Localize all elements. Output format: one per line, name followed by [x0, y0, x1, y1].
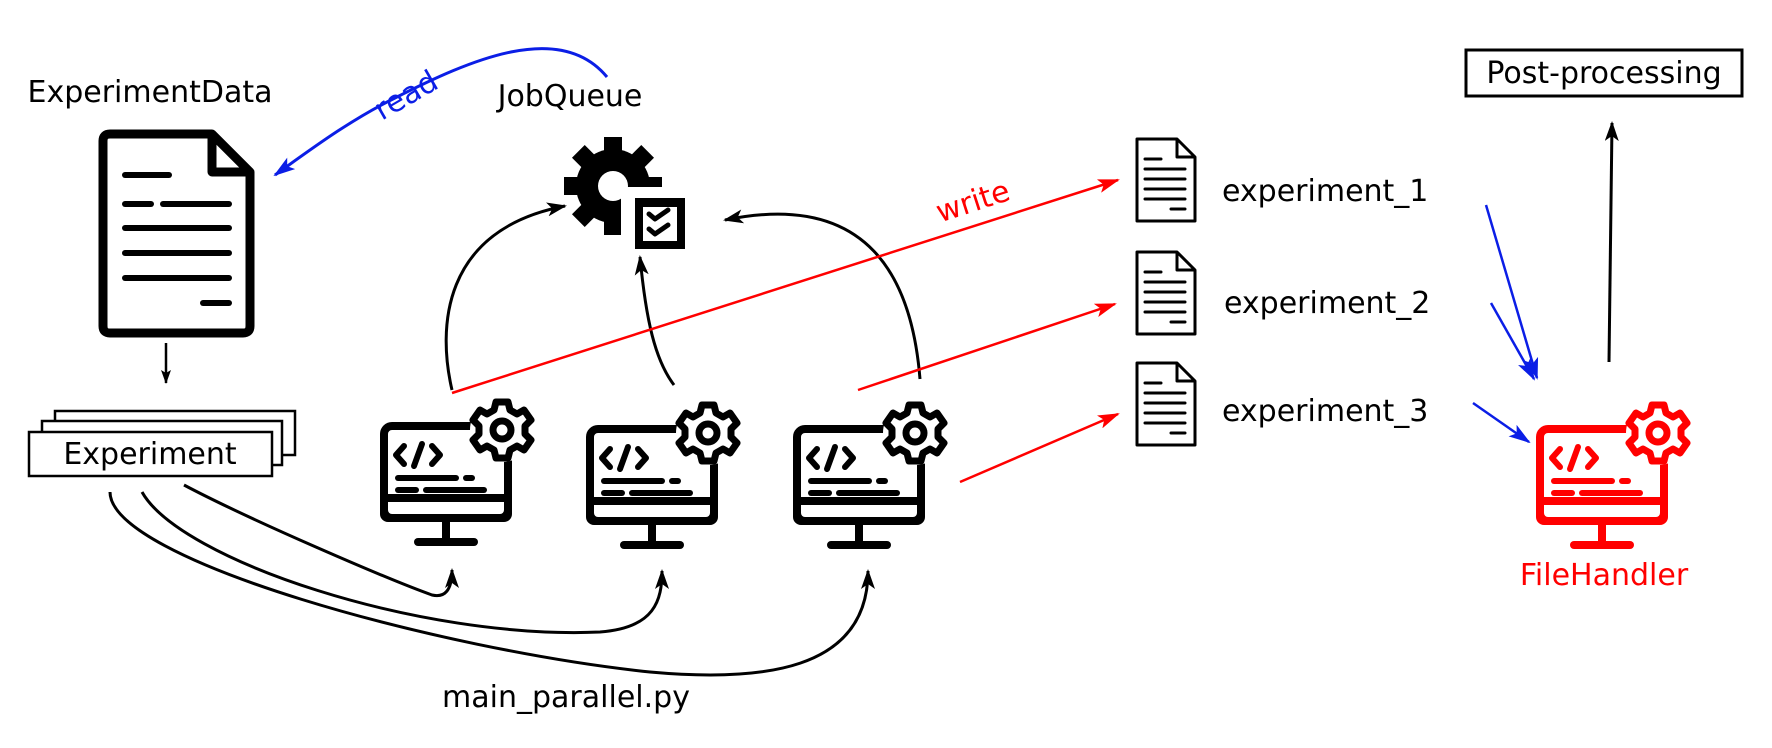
- read-arrow: [273, 47, 609, 177]
- output-file-1-document-icon: [1135, 137, 1197, 223]
- output-file-1-label: experiment_1: [1222, 174, 1428, 209]
- post-processing-label: Post-processing: [1486, 56, 1721, 91]
- file-3-to-handler-arrow: [1472, 401, 1531, 444]
- output-file-2-label: experiment_2: [1224, 286, 1430, 321]
- experiment-to-worker-2-arrow: [140, 491, 669, 635]
- output-file-3-label: experiment_3: [1222, 394, 1428, 429]
- worker-1-monitor-icon: [384, 398, 534, 542]
- file-handler-label: FileHandler: [1520, 558, 1689, 593]
- output-file-3-document-icon: [1135, 361, 1197, 447]
- write-arrow-2: [857, 302, 1117, 392]
- post-processing-box: Post-processing: [1464, 48, 1744, 98]
- read-arrow-label: read: [368, 64, 444, 128]
- experiment-data-label: ExperimentData: [28, 75, 273, 110]
- main-script-label: main_parallel.py: [442, 680, 690, 715]
- output-file-2-document-icon: [1135, 250, 1197, 336]
- worker-3-to-queue-arrow: [723, 209, 922, 380]
- write-arrow-3: [959, 412, 1120, 484]
- worker-2-monitor-icon: [590, 401, 740, 545]
- file-handler-monitor-icon: [1540, 401, 1690, 545]
- experiment-data-document-icon: [98, 129, 255, 338]
- experiment-stack: Experiment: [27, 409, 297, 478]
- worker-1-to-queue-arrow: [444, 202, 567, 391]
- file-1-to-handler-arrow: [1484, 204, 1539, 380]
- worker-2-to-queue-arrow: [634, 255, 676, 386]
- experiment-to-worker-1-arrow: [183, 483, 459, 598]
- job-queue-label: JobQueue: [496, 79, 643, 114]
- experiment-to-worker-3-arrow: [108, 491, 875, 677]
- job-queue-checklist-icon: [621, 187, 685, 249]
- write-arrow-1: [451, 178, 1120, 395]
- handler-to-post-processing-arrow: [1604, 121, 1619, 363]
- file-2-to-handler-arrow: [1489, 302, 1536, 381]
- worker-3-monitor-icon: [797, 401, 947, 545]
- experiment-label: Experiment: [63, 437, 237, 472]
- write-arrow-label: write: [932, 174, 1015, 231]
